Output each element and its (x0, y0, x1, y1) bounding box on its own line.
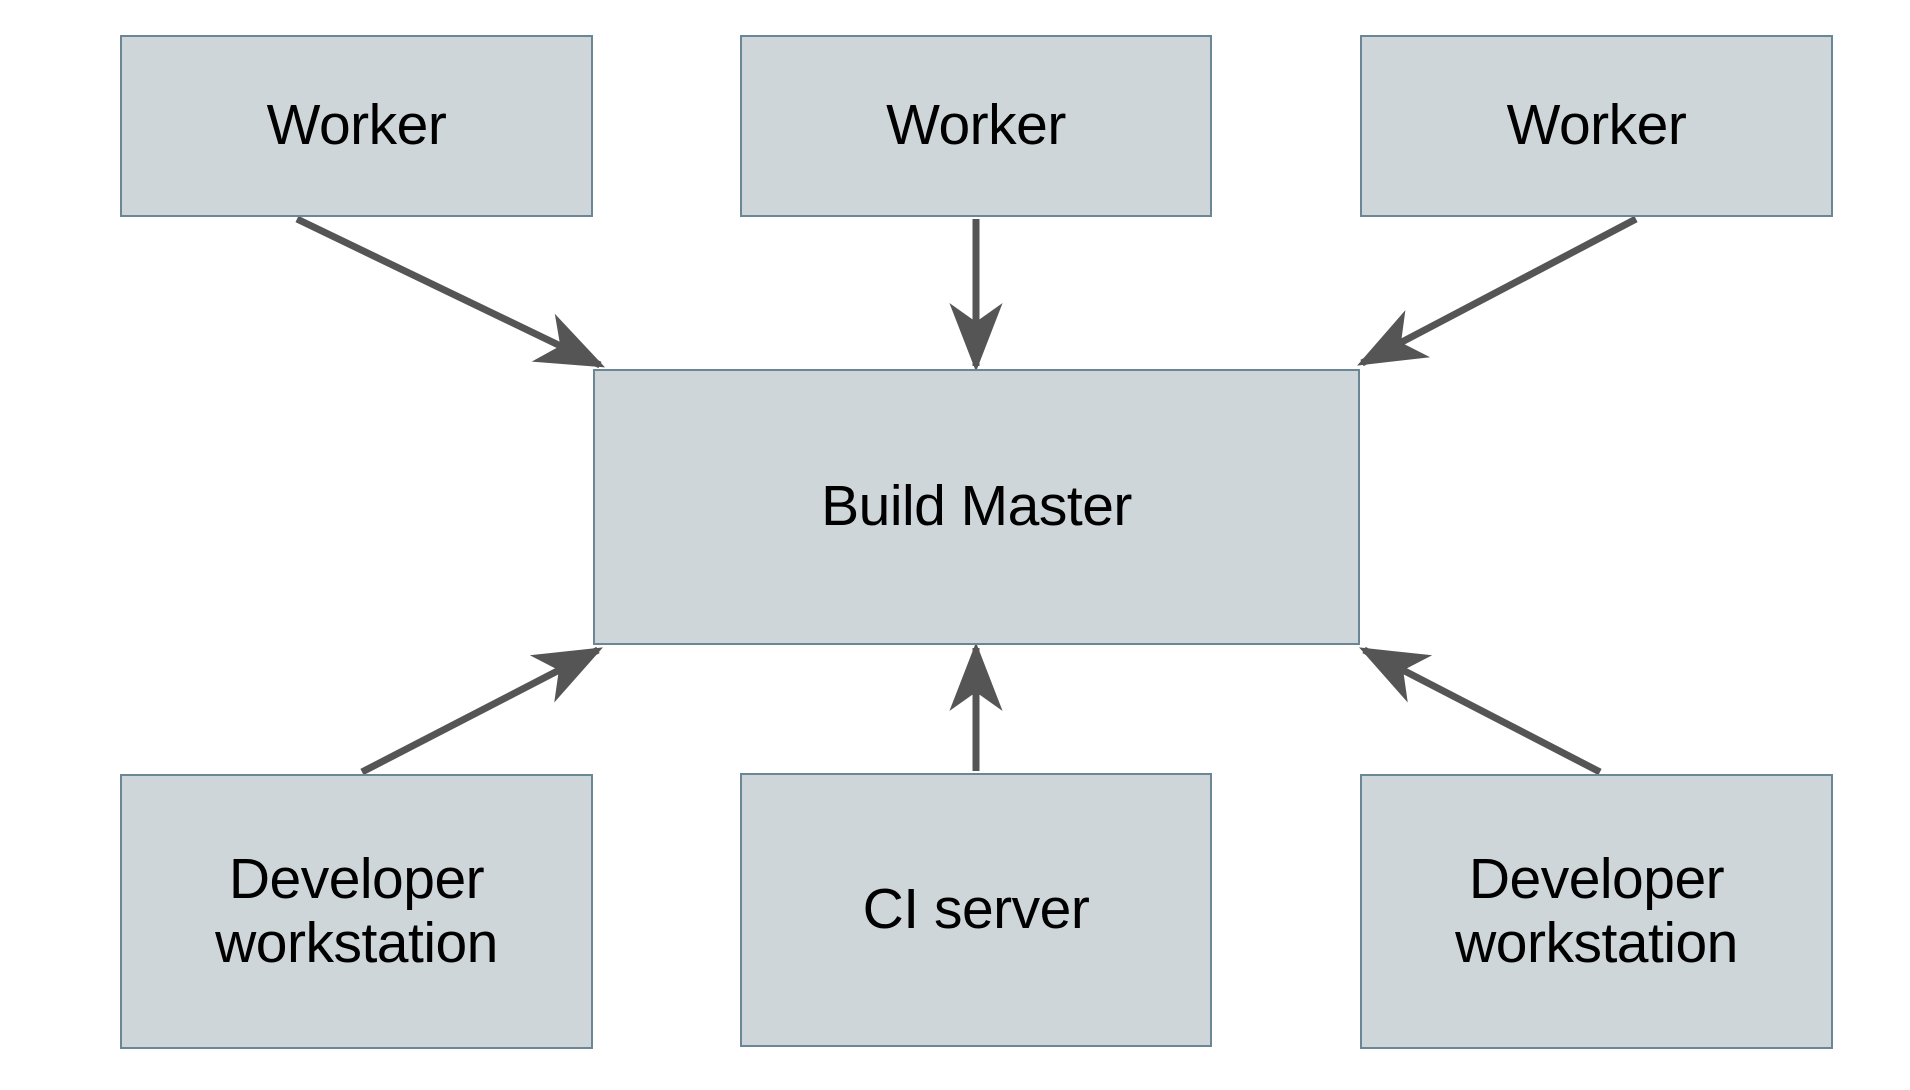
node-label: Worker (266, 93, 447, 158)
edge-worker-right-to-master (1357, 215, 1638, 367)
node-label: CI server (862, 877, 1090, 942)
node-worker-right[interactable]: Worker (1360, 35, 1833, 217)
edge-devws-right-to-master (1359, 646, 1602, 776)
node-label: Worker (1506, 93, 1687, 158)
node-developer-workstation-right[interactable]: Developer workstation (1360, 774, 1833, 1049)
node-build-master[interactable]: Build Master (593, 369, 1360, 645)
node-label: Developer workstation (1455, 846, 1738, 975)
edge-worker-left-to-master (295, 215, 606, 369)
node-label: Developer workstation (215, 846, 498, 975)
node-worker-center[interactable]: Worker (740, 35, 1212, 217)
node-label: Build Master (821, 474, 1132, 539)
node-worker-left[interactable]: Worker (120, 35, 593, 217)
edge-devws-left-to-master (360, 646, 603, 776)
node-developer-workstation-left[interactable]: Developer workstation (120, 774, 593, 1049)
node-label: Worker (886, 93, 1066, 158)
node-ci-server[interactable]: CI server (740, 773, 1212, 1047)
